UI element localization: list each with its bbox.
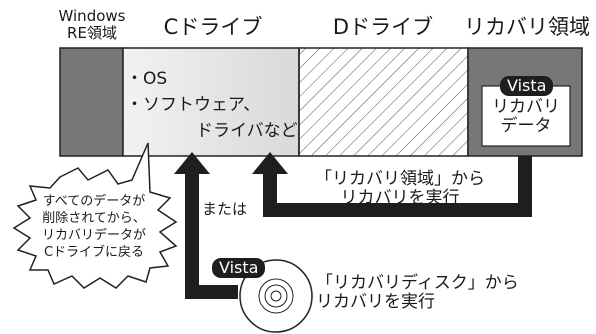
cd-disc-icon <box>239 259 313 333</box>
recovery-data-box <box>481 85 571 147</box>
recovery-data-text: リカバリ データ <box>482 98 570 135</box>
disc-vista-badge: Vista <box>212 258 266 278</box>
callout-burst <box>12 142 178 289</box>
winre-label-line2: RE領域 <box>67 23 117 42</box>
disc-flow-line1: 「リカバリディスク」から <box>316 273 519 293</box>
disc-arrow <box>185 172 238 299</box>
recovery-data-line2: データ <box>500 115 552 136</box>
recovery-area-flow-line2: リカバリを実行 <box>340 187 460 208</box>
d-drive-label: Dドライブ <box>332 15 434 39</box>
disc-flow-line2: リカバリを実行 <box>316 291 435 312</box>
callout-line2: 削除されてから、 <box>42 210 146 226</box>
d-drive-partition <box>298 47 469 157</box>
recovery-data-line1: リカバリ <box>492 97 560 117</box>
callout-line3: リカバリデータが <box>41 227 146 243</box>
callout-text: すべてのデータが 削除されてから、 リカバリデータが Cドライブに戻る <box>24 194 164 262</box>
callout-line1: すべてのデータが <box>42 194 146 209</box>
disc-arrowhead <box>174 152 210 174</box>
winre-partition <box>59 47 124 157</box>
recovery-area-label: リカバリ領域 <box>464 15 590 39</box>
c-drive-item-drivers: ドライバなど <box>196 121 298 141</box>
recovery-area-flow-label: 「リカバリ領域」から リカバリを実行 <box>300 170 500 207</box>
c-drive-partition <box>122 47 300 157</box>
c-drive-item-os: ・OS <box>126 69 168 89</box>
recovery-area-flow-line1: 「リカバリ領域」から <box>315 169 485 189</box>
recovery-vista-badge: Vista <box>500 76 554 96</box>
callout-line4: Cドライブに戻る <box>43 244 145 260</box>
winre-label: Windows RE領域 <box>54 8 130 41</box>
winre-label-line1: Windows <box>58 7 126 25</box>
disc-flow-label: 「リカバリディスク」から リカバリを実行 <box>316 274 519 311</box>
c-drive-item-software: ・ソフトウェア、 <box>126 95 261 115</box>
c-drive-label: Cドライブ <box>163 15 263 39</box>
or-label: または <box>202 200 248 218</box>
recovery-area-arrow <box>263 156 532 217</box>
recovery-area-arrowhead <box>252 152 288 174</box>
